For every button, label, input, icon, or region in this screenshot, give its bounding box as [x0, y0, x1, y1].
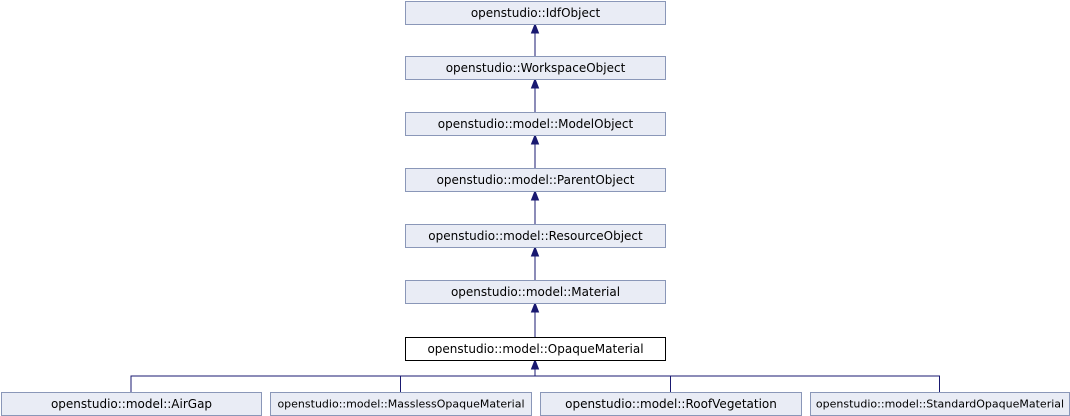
arrowhead-to-resource-object [530, 245, 540, 257]
edge-standard-opaque-material-to-opaque-material [534, 369, 940, 392]
edges-layer [130, 22, 940, 392]
arrowhead-to-idf-object [530, 22, 540, 34]
node-massless-opaque-material[interactable]: openstudio::model::MasslessOpaqueMateria… [270, 392, 532, 416]
edge-roof-vegetation-to-opaque-material [534, 369, 671, 392]
node-idf-object[interactable]: openstudio::IdfObject [405, 1, 666, 25]
arrowhead-to-parent-object [530, 189, 540, 201]
arrowhead-to-model-object [530, 133, 540, 145]
arrowhead-to-material [530, 301, 540, 313]
node-opaque-material[interactable]: openstudio::model::OpaqueMaterial [405, 337, 666, 361]
node-standard-opaque-material-box[interactable] [810, 392, 1070, 416]
node-workspace-object-box[interactable] [405, 56, 666, 80]
arrowhead-to-workspace-object [530, 77, 540, 89]
node-roof-vegetation-box[interactable] [540, 392, 802, 416]
edge-air-gap-to-opaque-material [130, 369, 536, 392]
node-resource-object-box[interactable] [405, 224, 666, 248]
edge-massless-opaque-material-to-opaque-material [400, 369, 536, 392]
node-model-object-box[interactable] [405, 112, 666, 136]
node-air-gap[interactable]: openstudio::model::AirGap [1, 392, 262, 416]
node-workspace-object[interactable]: openstudio::WorkspaceObject [405, 56, 666, 80]
node-air-gap-box[interactable] [1, 392, 262, 416]
node-opaque-material-box[interactable] [405, 337, 666, 361]
node-standard-opaque-material[interactable]: openstudio::model::StandardOpaqueMateria… [810, 392, 1070, 416]
node-roof-vegetation[interactable]: openstudio::model::RoofVegetation [540, 392, 802, 416]
node-model-object[interactable]: openstudio::model::ModelObject [405, 112, 666, 136]
node-parent-object[interactable]: openstudio::model::ParentObject [405, 168, 666, 192]
node-resource-object[interactable]: openstudio::model::ResourceObject [405, 224, 666, 248]
node-massless-opaque-material-box[interactable] [270, 392, 532, 416]
node-material[interactable]: openstudio::model::Material [405, 280, 666, 304]
node-idf-object-box[interactable] [405, 1, 666, 25]
node-parent-object-box[interactable] [405, 168, 666, 192]
node-material-box[interactable] [405, 280, 666, 304]
arrowhead-to-opaque-material [530, 358, 540, 370]
